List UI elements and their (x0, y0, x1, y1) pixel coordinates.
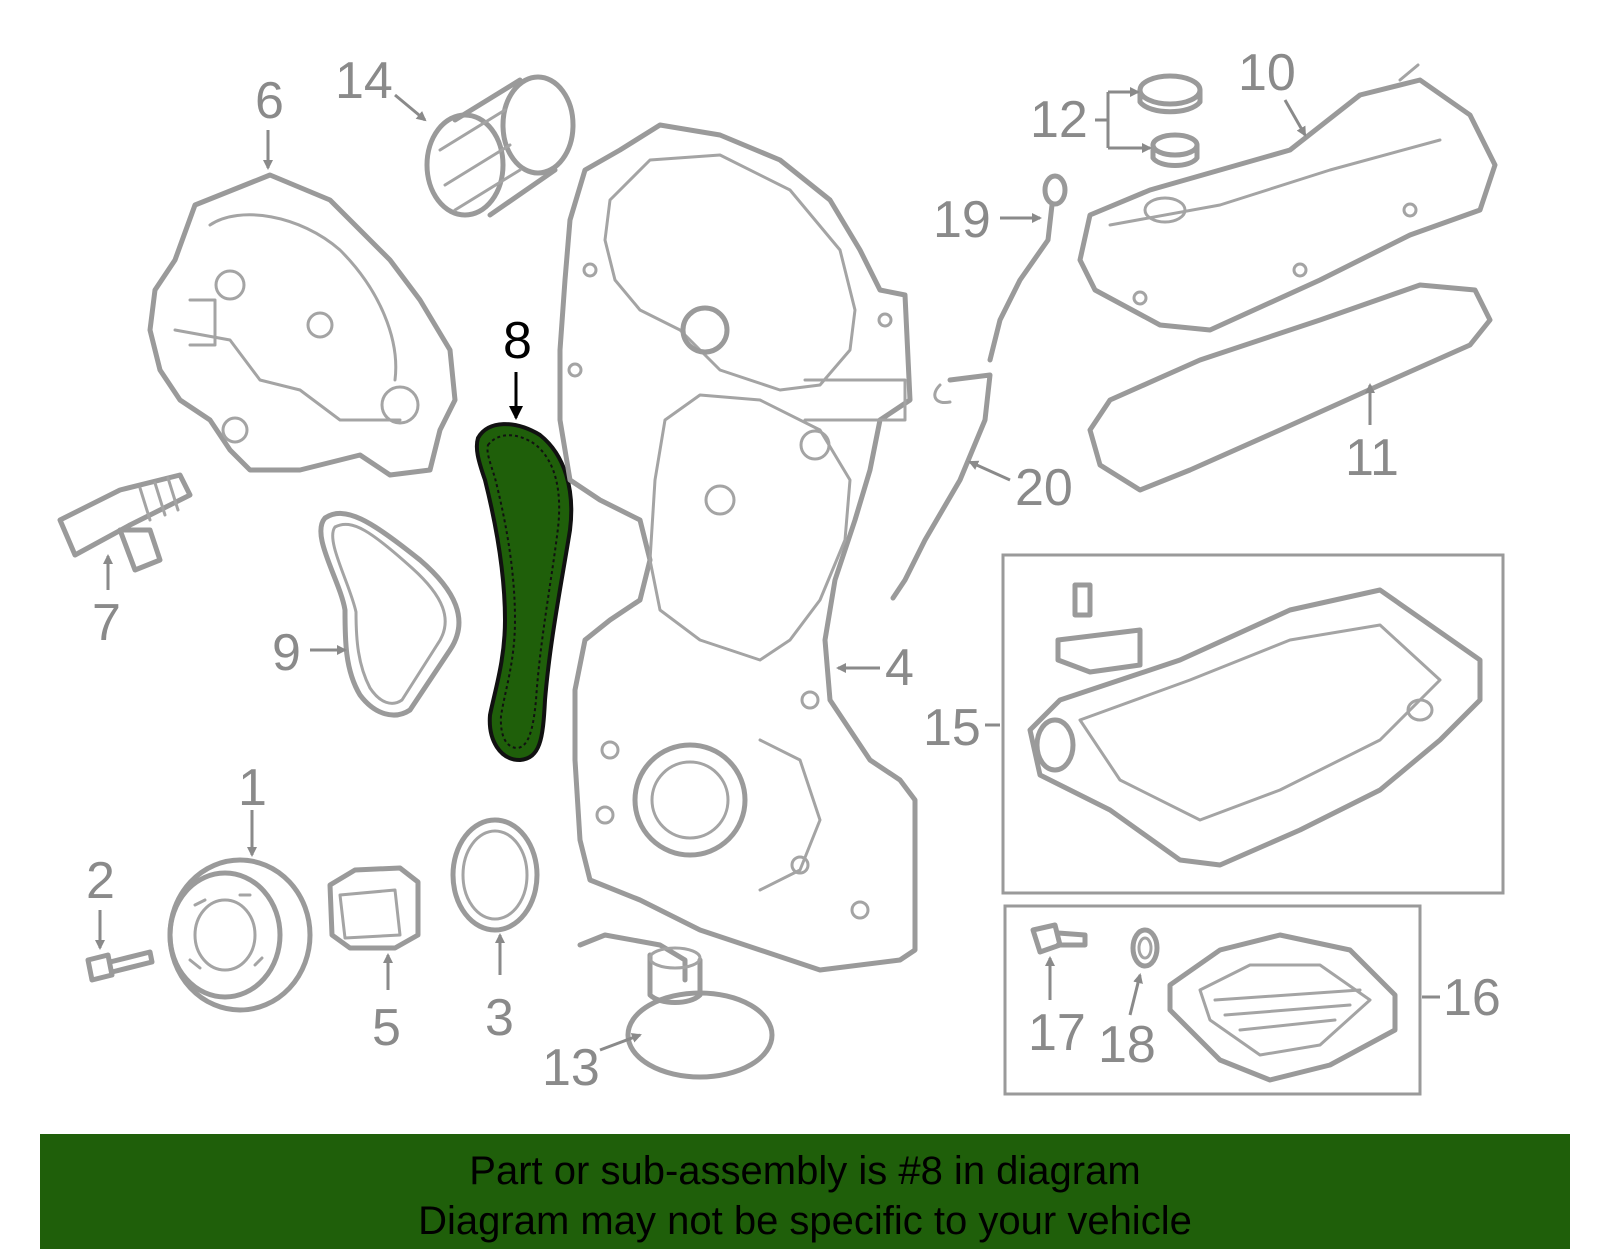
callout-5: 5 (372, 999, 401, 1057)
banner-line-2: Diagram may not be specific to your vehi… (418, 1199, 1192, 1243)
leader-14 (394, 93, 427, 122)
part-1-crank-pulley (167, 857, 313, 1013)
leader-13 (599, 1033, 642, 1052)
box-16 (1003, 904, 1422, 1096)
callout-9: 9 (272, 624, 301, 682)
part-12-oil-cap (1137, 73, 1203, 168)
part-18-washer (1130, 927, 1160, 969)
part-8-chain-guide (474, 422, 574, 763)
callout-18: 18 (1098, 1016, 1156, 1074)
part-16-lower-pan (1167, 932, 1398, 1083)
callout-1: 1 (238, 759, 267, 817)
part-20-dipstick-tube (890, 372, 993, 601)
callout-17: 17 (1028, 1004, 1086, 1062)
part-4-front-cover (557, 122, 918, 973)
callout-13: 13 (542, 1039, 600, 1097)
part-11-gasket (1087, 282, 1493, 493)
callout-14: 14 (335, 52, 393, 110)
part-14-oil-filter (424, 74, 576, 218)
leader-12-bracket (1095, 92, 1110, 148)
callout-3: 3 (485, 989, 514, 1047)
callout-20: 20 (1015, 459, 1073, 517)
info-banner: Part or sub-assembly is #8 in diagram Di… (40, 1134, 1570, 1249)
part-2-bolt (85, 949, 155, 983)
part-19-dipstick (987, 173, 1068, 363)
callout-2: 2 (86, 852, 115, 910)
part-3-seal (450, 817, 540, 933)
callout-12: 12 (1030, 91, 1088, 149)
part-10-valve-cover (1077, 63, 1498, 333)
leader-20 (968, 460, 1011, 482)
box-15 (1001, 553, 1505, 895)
callout-7: 7 (92, 594, 121, 652)
banner-line-1: Part or sub-assembly is #8 in diagram (469, 1149, 1141, 1193)
callout-10: 10 (1238, 44, 1296, 102)
callout-19: 19 (933, 191, 991, 249)
callout-4: 4 (885, 639, 914, 697)
part-5-spacer (327, 865, 421, 951)
callout-11: 11 (1345, 429, 1399, 487)
part-6-cover (147, 172, 458, 478)
callout-6: 6 (255, 72, 284, 130)
part-8-shape (474, 422, 574, 763)
leader-18 (1128, 973, 1143, 1016)
part-9-chain (318, 511, 462, 718)
callout-15: 15 (923, 699, 981, 757)
part-17-drain-bolt (1030, 922, 1088, 955)
part-7-solenoid (57, 472, 193, 573)
callout-8: 8 (503, 312, 532, 370)
part-15-oil-pan (1027, 582, 1483, 868)
callout-16: 16 (1443, 969, 1501, 1027)
part-13-strainer (577, 932, 775, 1080)
leader-10 (1283, 99, 1307, 137)
